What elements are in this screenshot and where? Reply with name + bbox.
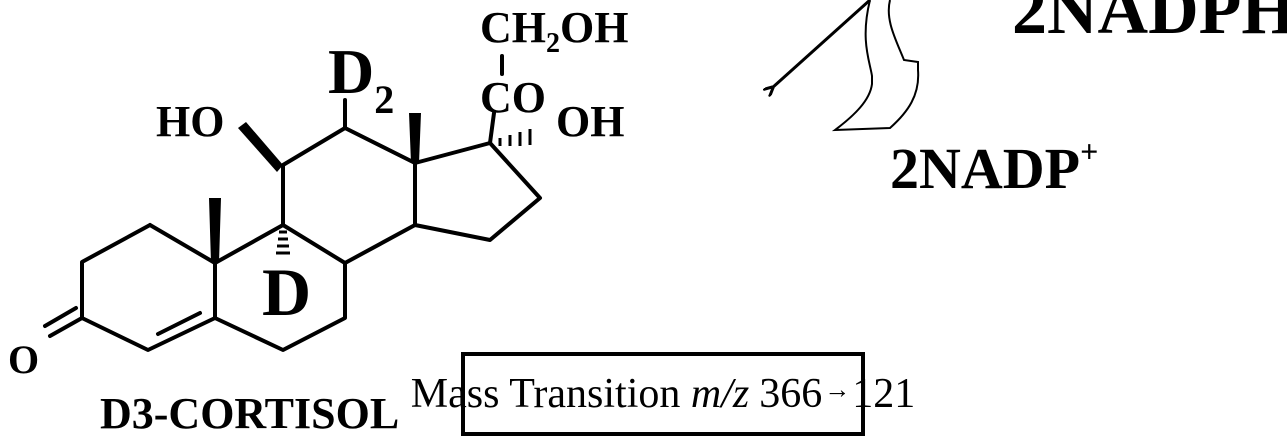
c10-methyl-wedge [209,198,221,263]
c11-hydroxyl-label: HO [156,97,225,146]
mass-transition-to: 121 [852,371,916,417]
c9-d-hashed-bond [276,230,290,255]
mass-transition-arrow: → [824,375,851,404]
d9-label: D [262,254,312,330]
cofactor-curved-arrow [831,0,920,132]
mass-transition-box: Mass Transition m/z 366 → 121 [411,352,915,436]
mass-transition-prefix: Mass Transition [410,371,691,417]
c17-hydroxyl-label: OH [556,97,625,146]
keto-oxygen-label: O [8,337,40,382]
mass-transition-mz: m/z [690,371,750,417]
c11-ho-wedge [238,122,283,172]
steroid-skeleton-bonds [43,54,542,352]
c13-methyl-wedge [409,113,421,163]
d2-label: D2 [328,36,395,122]
cofactor-top-label: 2NADPH [1012,0,1287,49]
mass-transition-from: 366 [759,371,823,417]
reaction-arrow [772,0,872,88]
compound-name: D3-CORTISOL [100,389,400,438]
c17-oh-hashed-bond [498,129,532,146]
side-chain-label: CH2OH [480,3,629,59]
carbonyl-label: CO [480,73,546,122]
cofactor-bottom-label: 2NADP+ [890,132,1099,201]
